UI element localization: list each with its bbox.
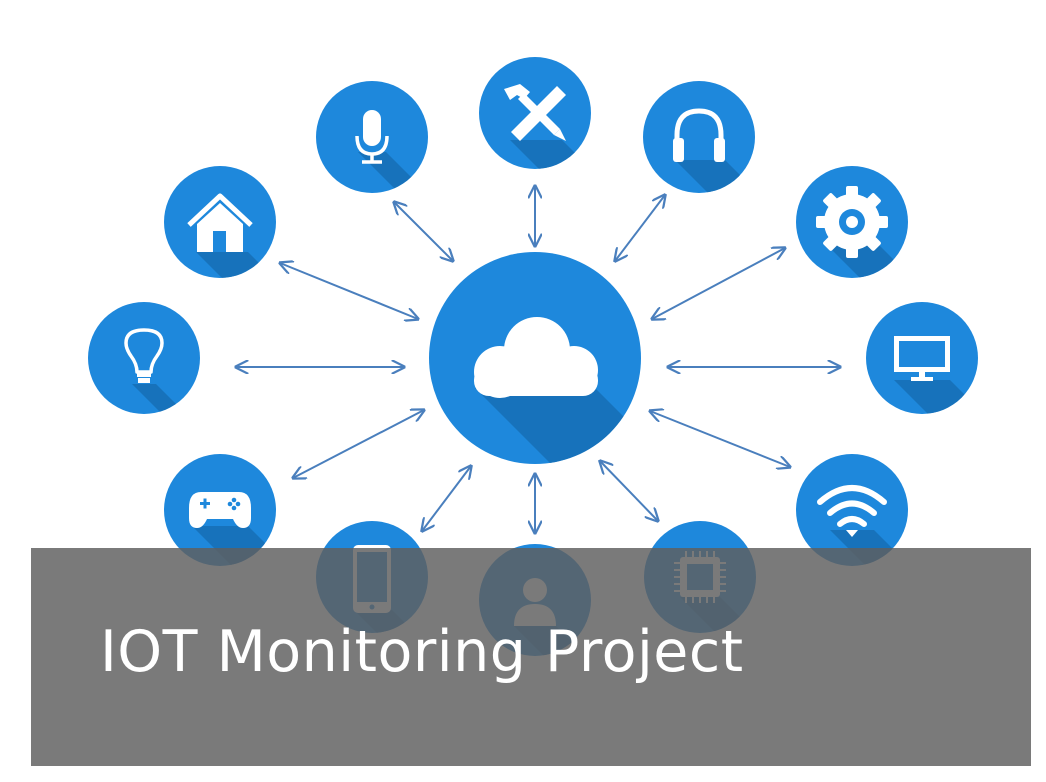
gamepad-icon: [189, 492, 251, 528]
connection-arrows: [236, 186, 840, 533]
node-monitor: [866, 302, 978, 414]
node-settings: [796, 166, 908, 278]
microphone-icon: [355, 110, 389, 164]
gear-icon: [816, 186, 888, 258]
arrow-gamepad: [293, 410, 424, 478]
arrow-home: [280, 263, 418, 319]
monitor-icon: [894, 336, 950, 381]
cloud-icon: [474, 317, 598, 398]
caption-banner: [31, 548, 1031, 766]
headphones-icon: [673, 108, 725, 162]
page-title: IOT Monitoring Project: [100, 619, 744, 685]
arrow-microphone: [394, 202, 453, 261]
tools-icon: [504, 84, 566, 141]
arrow-smartphone: [422, 466, 471, 531]
arrow-chip: [600, 461, 658, 521]
node-microphone: [316, 81, 428, 193]
wifi-icon: [817, 485, 887, 527]
arrow-settings: [652, 248, 785, 319]
node-lightbulb: [88, 302, 200, 414]
node-headphones: [643, 81, 755, 193]
node-home: [164, 166, 276, 278]
arrow-headphones: [615, 195, 665, 261]
lightbulb-icon: [124, 328, 164, 383]
node-tools: [479, 57, 591, 169]
home-icon: [187, 193, 253, 252]
central-cloud-node: [429, 252, 641, 464]
arrow-wifi: [650, 411, 790, 467]
